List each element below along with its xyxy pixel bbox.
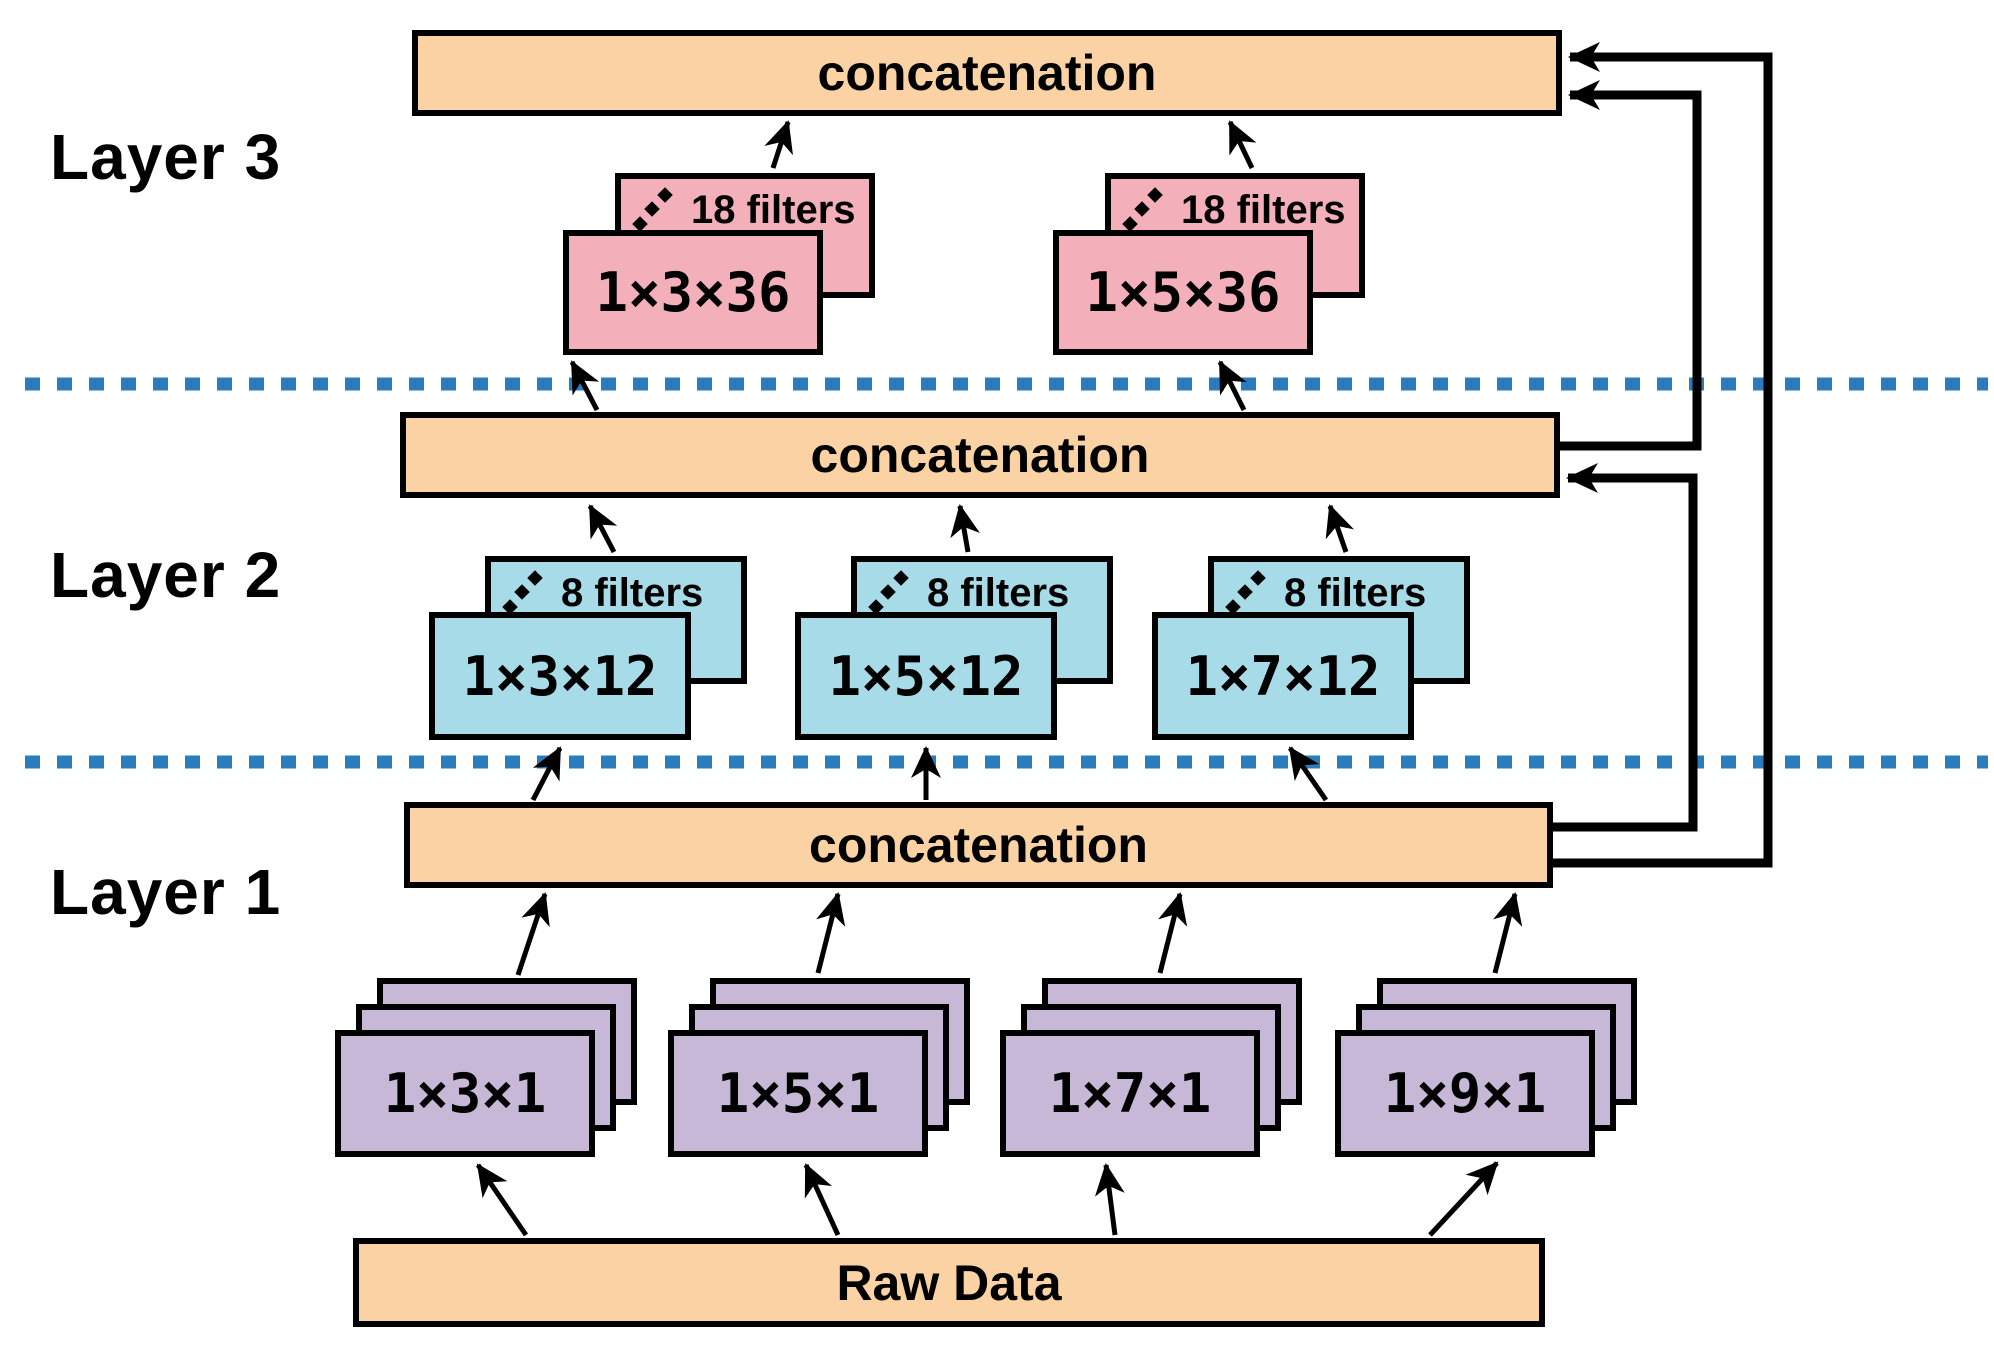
l1-filter-group-1: 1×3×1 [335,978,637,1157]
l2-group1-kernel-dims: 1×3×12 [462,644,658,708]
stack-dots-icon [502,570,543,615]
l2-group1-kernel-box: 1×3×12 [429,612,691,740]
arrow-concat1-to-l2g3 [1287,746,1329,802]
l1-filter-group-3: 1×7×1 [1000,978,1302,1157]
layer3-arrows [569,120,1257,412]
arrow-l2g3-to-concat2 [1325,504,1355,553]
l3-group1-filter-count: 18 filters [691,188,856,232]
l1-group3-kernel-box: 1×7×1 [1000,1030,1260,1157]
concat-bar-layer3: concatenation [412,30,1562,116]
l2-group2-filter-count: 8 filters [927,571,1070,615]
l1-filter-group-4: 1×9×1 [1335,978,1637,1157]
arrow-raw-to-l1g2 [803,1163,841,1237]
arrow-l3g2-to-concat3 [1227,120,1257,170]
l3-group2-filter-count: 18 filters [1181,188,1346,232]
concat-bar-layer2: concatenation [400,412,1560,498]
arrow-concat1-to-l2g1 [530,746,563,802]
l1-group1-kernel-box: 1×3×1 [335,1030,595,1157]
layer-2-label: Layer 2 [50,539,282,611]
l1-group4-kernel-box: 1×9×1 [1335,1030,1595,1157]
concat-bar-layer3-label: concatenation [817,45,1157,101]
l2-group1-filter-count: 8 filters [561,571,704,615]
arrow-concat2-to-l3g2 [1217,360,1247,412]
layer-3-label: Layer 3 [50,121,282,193]
l3-group1-kernel-box: 1×3×36 [563,230,823,355]
arrow-l2g2-to-concat2 [950,504,980,553]
l3-group2-kernel-box: 1×5×36 [1053,230,1313,355]
l2-filter-group-2: 8 filters 1×5×12 [795,556,1113,740]
l1-group3-kernel-dims: 1×7×1 [1048,1062,1212,1125]
arrow-concat2-to-l3g1 [569,360,600,412]
raw-data-label: Raw Data [836,1254,1062,1311]
l3-filter-group-1: 18 filters 1×3×36 [563,173,875,355]
stack-dots-icon [632,187,673,232]
raw-data-bar: Raw Data [353,1238,1545,1327]
arrow-l1g3-to-concat1 [1157,892,1188,974]
arrow-raw-to-l1g1 [475,1163,529,1237]
skip-concat2-to-concat3 [1556,80,1702,451]
arrow-l1g1-to-concat1 [515,892,550,976]
l3-group1-kernel-dims: 1×3×36 [595,261,791,324]
stack-dots-icon [1122,187,1163,232]
l2-filter-group-3: 8 filters 1×7×12 [1152,556,1470,740]
l3-filter-group-2: 18 filters 1×5×36 [1053,173,1365,355]
arrow-raw-to-l1g3 [1094,1163,1125,1236]
arrow-l1g4-to-concat1 [1492,892,1523,974]
layer1-arrows [475,892,1523,1237]
skip-concat1-to-concat3 [1549,42,1773,868]
arrow-l1g2-to-concat1 [815,892,846,974]
concat-bar-layer1-label: concatenation [809,817,1148,873]
l2-group3-filter-count: 8 filters [1284,571,1427,615]
l2-group3-kernel-box: 1×7×12 [1152,612,1414,740]
l1-group1-kernel-dims: 1×3×1 [383,1062,547,1125]
arrow-raw-to-l1g4 [1428,1161,1499,1237]
l2-group3-kernel-dims: 1×7×12 [1185,644,1381,708]
l3-group2-kernel-dims: 1×5×36 [1085,261,1281,324]
l1-group4-kernel-dims: 1×9×1 [1383,1062,1547,1125]
concat-bar-layer2-label: concatenation [810,427,1150,483]
stack-dots-icon [868,570,909,615]
l2-filter-group-1: 8 filters 1×3×12 [429,556,747,740]
stack-dots-icon [1225,570,1266,615]
arrow-l3g1-to-concat3 [764,120,793,169]
concat-bar-layer1: concatenation [404,802,1553,888]
skip-concat1-to-concat2 [1549,463,1698,832]
l2-group2-kernel-box: 1×5×12 [795,612,1057,740]
arrow-l2g1-to-concat2 [587,504,618,554]
layer-1-label: Layer 1 [50,856,282,928]
layer2-arrows [530,504,1355,802]
l1-filter-group-2: 1×5×1 [668,978,970,1157]
l2-group2-kernel-dims: 1×5×12 [828,644,1024,708]
l1-group2-kernel-box: 1×5×1 [668,1030,928,1157]
l1-group2-kernel-dims: 1×5×1 [716,1062,880,1125]
